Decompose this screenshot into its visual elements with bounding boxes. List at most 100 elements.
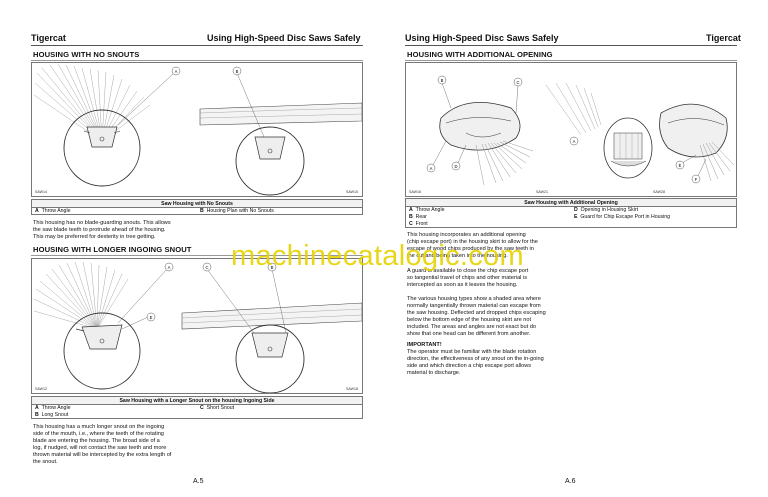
legend-text: Throw Angle — [41, 208, 71, 214]
text-line: (chip escape port) in the housing skirt … — [407, 239, 538, 245]
header-title: Using High-Speed Disc Saws Safely — [207, 33, 361, 43]
text-line: show that one head can be different from… — [407, 331, 531, 337]
callout-d: D — [454, 164, 457, 169]
text-line: escape of wood chips produced by the saw… — [407, 246, 534, 252]
callout-b: B — [236, 69, 239, 74]
text-line: This may be preferred for dexterity in t… — [33, 234, 156, 240]
legend-item: E Guard for Chip Escape Port in Housing — [571, 214, 736, 221]
callout-c: C — [205, 265, 208, 270]
callout-b: B — [441, 78, 444, 83]
legend-key: B — [35, 412, 39, 418]
caption-row: B Long Snout — [32, 412, 362, 419]
section-rule — [405, 60, 737, 61]
legend-key: C — [409, 221, 413, 227]
text-line: A guard is available to close the chip e… — [407, 268, 529, 274]
text-line: thrown material will be intercepted by t… — [33, 452, 172, 458]
caption-row: A Throw Angle D Opening in Housing Skirt — [406, 207, 736, 214]
text-line: normally tangentially thrown material ca… — [407, 303, 541, 309]
callout-a: A — [573, 139, 576, 144]
legend-item: A Throw Angle — [406, 207, 571, 214]
caption-row: B Rear E Guard for Chip Escape Port in H… — [406, 214, 736, 221]
section-rule — [31, 60, 363, 61]
callout-a: A — [430, 166, 433, 171]
text-line: The various housing types show a shaded … — [407, 296, 542, 302]
header-rule — [405, 45, 737, 46]
figure-housing-no-snouts: A B SAW14 SAW15 — [31, 62, 363, 197]
text-line: so tangential travel of chips and other … — [407, 275, 528, 281]
figure-caption-table: Saw Housing with a Longer Snout on the h… — [31, 396, 363, 419]
legend-text: Rear — [415, 214, 427, 220]
legend-text: Throw Angle — [41, 405, 71, 411]
body-paragraph: The various housing types show a shaded … — [407, 296, 607, 338]
important-label: IMPORTANT! — [407, 342, 442, 348]
text-line: included. The areas and angles are not e… — [407, 324, 536, 330]
body-paragraph: This housing has a much longer snout on … — [33, 424, 363, 466]
callout-a: A — [168, 265, 171, 270]
figure-id: SAW12 — [35, 387, 48, 391]
text-line: the saw blade teeth to protrude ahead of… — [33, 227, 166, 233]
important-note: IMPORTANT! The operator must be familiar… — [407, 342, 607, 377]
watermark-text: machinecatalogic.com — [231, 240, 524, 272]
body-paragraph: This housing incorporates an additional … — [407, 232, 607, 260]
caption-title: Saw Housing with No Snouts — [32, 200, 362, 208]
text-line: side of the mouth, i.e., where the teeth… — [33, 431, 164, 437]
legend-item: C Short Snout — [197, 405, 362, 412]
text-line: direction, the effectiveness of any snou… — [407, 356, 544, 362]
figure-id: SAW15 — [346, 190, 359, 194]
legend-key: A — [35, 405, 39, 411]
diagram-longer-snout: A E C B — [33, 261, 363, 394]
legend-item: B Housing Plan with No Snouts — [197, 208, 362, 215]
text-line: log, if nudged, will not contact the saw… — [33, 445, 167, 451]
section-heading: HOUSING WITH NO SNOUTS — [33, 50, 140, 59]
text-line: This housing incorporates an additional … — [407, 232, 526, 238]
caption-title: Saw Housing with Additional Opening — [406, 199, 736, 207]
text-line: the cut and being taken into the housing… — [407, 253, 508, 259]
figure-id: SAW14 — [35, 190, 48, 194]
header-rule — [31, 45, 363, 46]
legend-item: A Throw Angle — [32, 405, 197, 412]
legend-text: Long Snout — [41, 412, 69, 418]
legend-key: D — [574, 207, 578, 213]
legend-item: C Front — [406, 221, 571, 228]
text-line: This housing has a much longer snout on … — [33, 424, 165, 430]
figure-id: SAW16 — [409, 190, 422, 194]
callout-b: B — [271, 265, 274, 270]
text-line: the snout. — [33, 459, 58, 465]
legend-text: Housing Plan with No Snouts — [206, 208, 274, 214]
text-line: material to discharge. — [407, 370, 461, 376]
legend-key: B — [409, 214, 413, 220]
legend-text: Guard for Chip Escape Port in Housing — [580, 214, 671, 220]
section-rule — [31, 255, 363, 256]
text-line: The operator must be familiar with the b… — [407, 349, 537, 355]
section-heading: HOUSING WITH LONGER INGOING SNOUT — [33, 245, 192, 254]
caption-row: C Front — [406, 221, 736, 228]
text-line: the saw housing. Deflected and dropped c… — [407, 310, 546, 316]
brand-name: Tigercat — [706, 33, 741, 43]
legend-key: C — [200, 405, 204, 411]
figure-housing-additional-opening: B C A D A — [405, 62, 737, 197]
body-paragraph: A guard is available to close the chip e… — [407, 268, 607, 289]
callout-e: E — [150, 315, 153, 320]
legend-text: Front — [415, 221, 428, 227]
legend-item: D Opening in Housing Skirt — [571, 207, 736, 214]
legend-item: B Long Snout — [32, 412, 197, 419]
callout-f: F — [695, 177, 698, 182]
diagram-no-snouts: A B — [33, 63, 363, 196]
text-line: This housing has no blade-guarding snout… — [33, 220, 171, 226]
figure-id: SAW21 — [536, 190, 549, 194]
right-page: Using High-Speed Disc Saws Safely Tigerc… — [384, 0, 768, 497]
callout-a: A — [175, 69, 178, 74]
text-line: below the bottom edge of the housing ski… — [407, 317, 532, 323]
body-paragraph: This housing has no blade-guarding snout… — [33, 220, 363, 241]
legend-text: Short Snout — [206, 405, 235, 411]
left-page: Tigercat Using High-Speed Disc Saws Safe… — [31, 33, 363, 485]
page-number: A.6 — [565, 478, 576, 485]
legend-key: A — [35, 208, 39, 214]
figure-caption-table: Saw Housing with Additional Opening A Th… — [405, 198, 737, 228]
legend-key: B — [200, 208, 204, 214]
legend-text: Opening in Housing Skirt — [580, 207, 639, 213]
section-heading: HOUSING WITH ADDITIONAL OPENING — [407, 50, 553, 59]
figure-housing-longer-snout: A E C B SAW12 SAW18 — [31, 258, 363, 394]
diagram-additional-opening: B C A D A — [426, 75, 735, 186]
caption-row: A Throw Angle C Short Snout — [32, 405, 362, 412]
